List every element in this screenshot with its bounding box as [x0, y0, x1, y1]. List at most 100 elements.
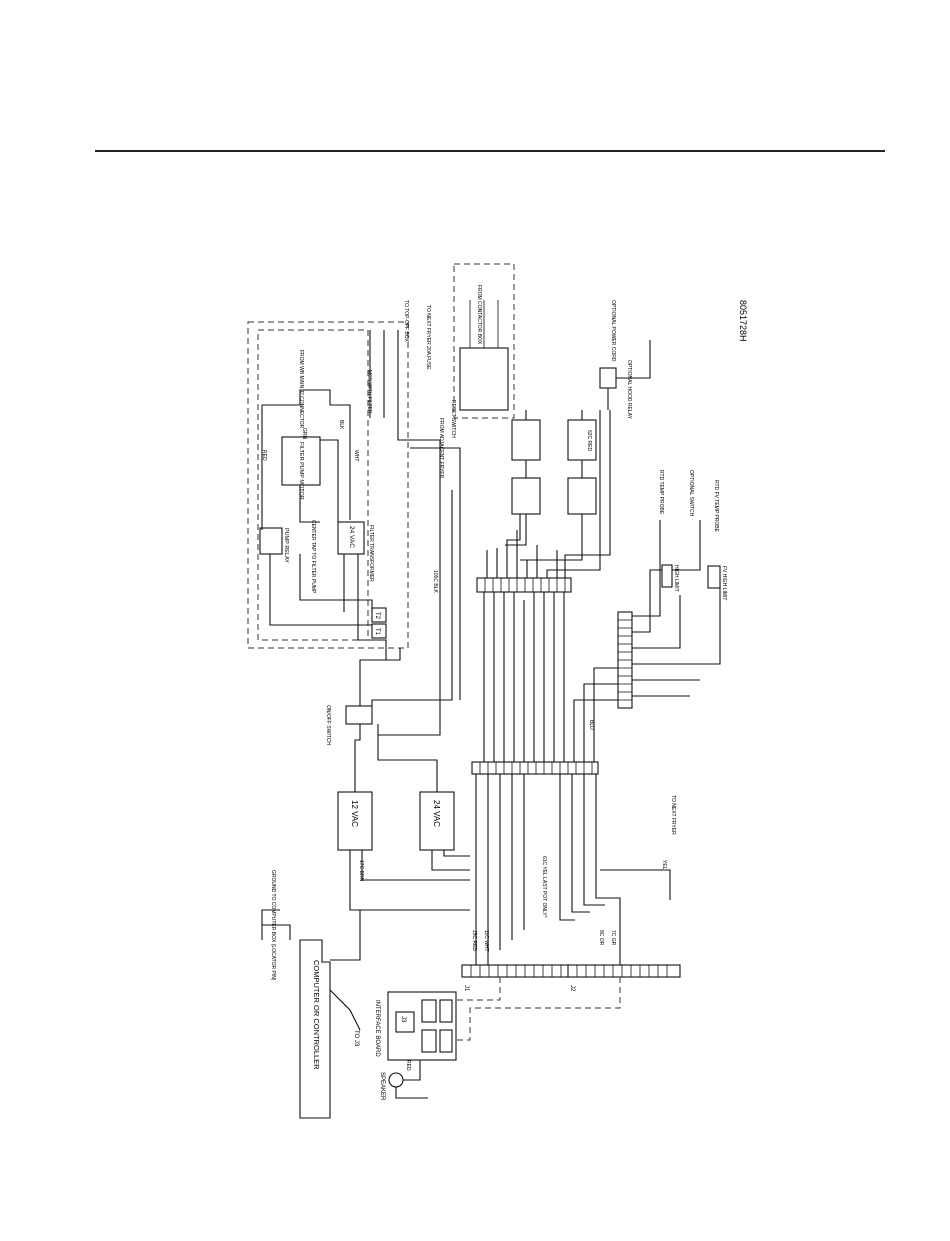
high-limit-switch	[661, 564, 673, 588]
contactor-relay-a	[511, 419, 541, 461]
optional-power-label: OPTIONAL POWER CORD	[610, 300, 616, 362]
contactor-relay-d	[567, 477, 597, 515]
transformer-24vac	[419, 791, 455, 851]
terminal-strip-j	[471, 761, 599, 775]
fv-high-limit-label: FV HIGH LIMIT	[721, 566, 727, 600]
harness-j2	[455, 977, 621, 1041]
speaker-wire-label: RED	[405, 1060, 411, 1071]
rtd-probe-label: RTD TEMP PROBE	[658, 470, 664, 515]
computer-controller-label: COMPUTER OR CONTROLLER	[312, 960, 321, 1070]
interface-relay-2	[421, 1029, 437, 1053]
ground-lead	[261, 909, 291, 940]
wire-label-14: 11C WHT	[483, 930, 489, 952]
on-off-switch	[345, 705, 373, 725]
t2-label: T2	[374, 612, 380, 620]
transformer-12vac	[337, 791, 373, 851]
wire-label-5: BLU	[588, 720, 594, 730]
contactor-leads	[469, 300, 499, 348]
filter-inner-frame	[257, 329, 369, 641]
reset-switch-label: RESET SWITCH	[450, 400, 456, 438]
harness-j1	[454, 977, 501, 1020]
filter-module-frame	[247, 321, 409, 649]
filter-transformer-label: FILTER TRANSFORMER	[368, 525, 374, 582]
wire-label-3: GRN	[301, 428, 307, 440]
drawing-number: 8051728H	[738, 300, 748, 342]
interface-j3-label: J3	[400, 1016, 406, 1023]
ground-note: GROUND TO COMPUTER BOX (LOCATOR PIN)	[270, 870, 276, 981]
filter-wire-1	[261, 389, 351, 530]
transformer-24vac-label: 24 VAC	[432, 800, 441, 827]
controller-supply-lead	[330, 910, 361, 961]
top-off-label: TO TOP-OFF BOX	[403, 300, 409, 343]
filter-wire-2	[299, 439, 339, 523]
strip-j-downlinks	[475, 774, 621, 965]
next-fryer-lead	[600, 869, 671, 900]
wire-label-15: 62C RED	[586, 430, 592, 452]
filter-transformer-vac: 24 VAC	[348, 526, 355, 548]
filter-wire-3	[269, 554, 373, 626]
to-j3-label: TO J3	[353, 1030, 359, 1047]
j2-label: J2	[569, 985, 575, 992]
computer-controller	[299, 939, 331, 1119]
strip-j-to-strip-c	[483, 592, 565, 762]
relay-wiring	[505, 410, 583, 561]
fv-high-limit-switch	[707, 565, 721, 589]
right-strip-wiring	[632, 520, 721, 697]
mcs-label: MCS WITH FILTER	[366, 370, 372, 414]
transformer-12vac-label: 12 VAC	[350, 800, 359, 827]
pump-relay-label: PUMP RELAY	[283, 528, 289, 563]
interface-relay-3	[439, 999, 453, 1023]
wire-label-18: 7C GR	[610, 930, 616, 946]
next-fryer-fuse-label: TO NEXT FRYER 20A FUSE	[425, 305, 431, 370]
filter-pump-motor	[281, 436, 321, 486]
interface-board-label: INTERFACE BOARD	[374, 1000, 380, 1057]
transformer-secondary-wiring	[349, 850, 470, 911]
fv-rtd-probe-label: RTD FV TEMP PROBE	[713, 480, 719, 533]
on-off-switch-label: ON/OFF SWITCH	[325, 705, 331, 745]
strip-j-to-right-strip	[573, 667, 618, 762]
pump-relay	[259, 527, 283, 555]
connector-j1	[461, 964, 571, 978]
interface-relay-1	[421, 999, 437, 1023]
hood-relay-wiring	[607, 340, 651, 410]
optional-switch-label: OPTIONAL SWITCH	[688, 470, 694, 517]
center-tap-label: CENTER TAP TO FILTER PUMP	[310, 520, 316, 594]
transformer-primary-wiring	[354, 648, 438, 792]
high-limit-label: HIGH LIMIT	[673, 565, 679, 592]
contactor-terminal-strip	[459, 347, 509, 411]
next-fryer-label: TO NEXT FRYER	[670, 795, 676, 835]
wire-label-16: 17C BRN	[358, 860, 364, 882]
interface-j3-header	[395, 1011, 415, 1033]
contactor-box-frame	[453, 263, 515, 419]
contactor-relay-c	[567, 419, 597, 461]
wire-label-12: 105C BLK	[432, 570, 438, 593]
terminal-t2	[371, 607, 387, 623]
filter-pump-motor-label: FILTER PUMP MOTOR	[298, 442, 304, 500]
speaker-wires	[395, 1060, 428, 1099]
hood-relay-label: OPTIONAL HOOD RELAY	[626, 360, 632, 420]
top-off-lead	[369, 330, 441, 510]
terminal-strip-c	[476, 577, 572, 593]
power-bus	[371, 447, 461, 736]
wire-label-13: 15C RED	[471, 930, 477, 952]
t1-label: T1	[374, 628, 380, 636]
speaker-label: SPEAKER	[379, 1072, 385, 1101]
wire-label-2: WHT	[353, 450, 359, 461]
contactor-relay-b	[511, 477, 541, 515]
filter-transformer	[337, 521, 365, 555]
last-pot-label: 61C YEL LAST POT ONLY*	[541, 856, 547, 918]
speaker	[388, 1072, 404, 1088]
connector-j2	[567, 964, 681, 978]
j1-label: J1	[463, 985, 469, 992]
wire-label-17: 8C OR	[598, 930, 604, 946]
contactor-box-label: FROM CONTACTOR BOX	[476, 285, 482, 345]
terminal-strip-right	[617, 611, 633, 709]
controller-cable	[329, 989, 361, 1031]
hood-relay	[599, 367, 617, 389]
j2-connector-label: FROM WB MAIN J2 CONNECTOR	[298, 350, 304, 429]
wire-label-1: BLK	[338, 420, 344, 430]
wire-label-4: YEL	[661, 860, 667, 870]
terminal-t1	[371, 623, 387, 639]
